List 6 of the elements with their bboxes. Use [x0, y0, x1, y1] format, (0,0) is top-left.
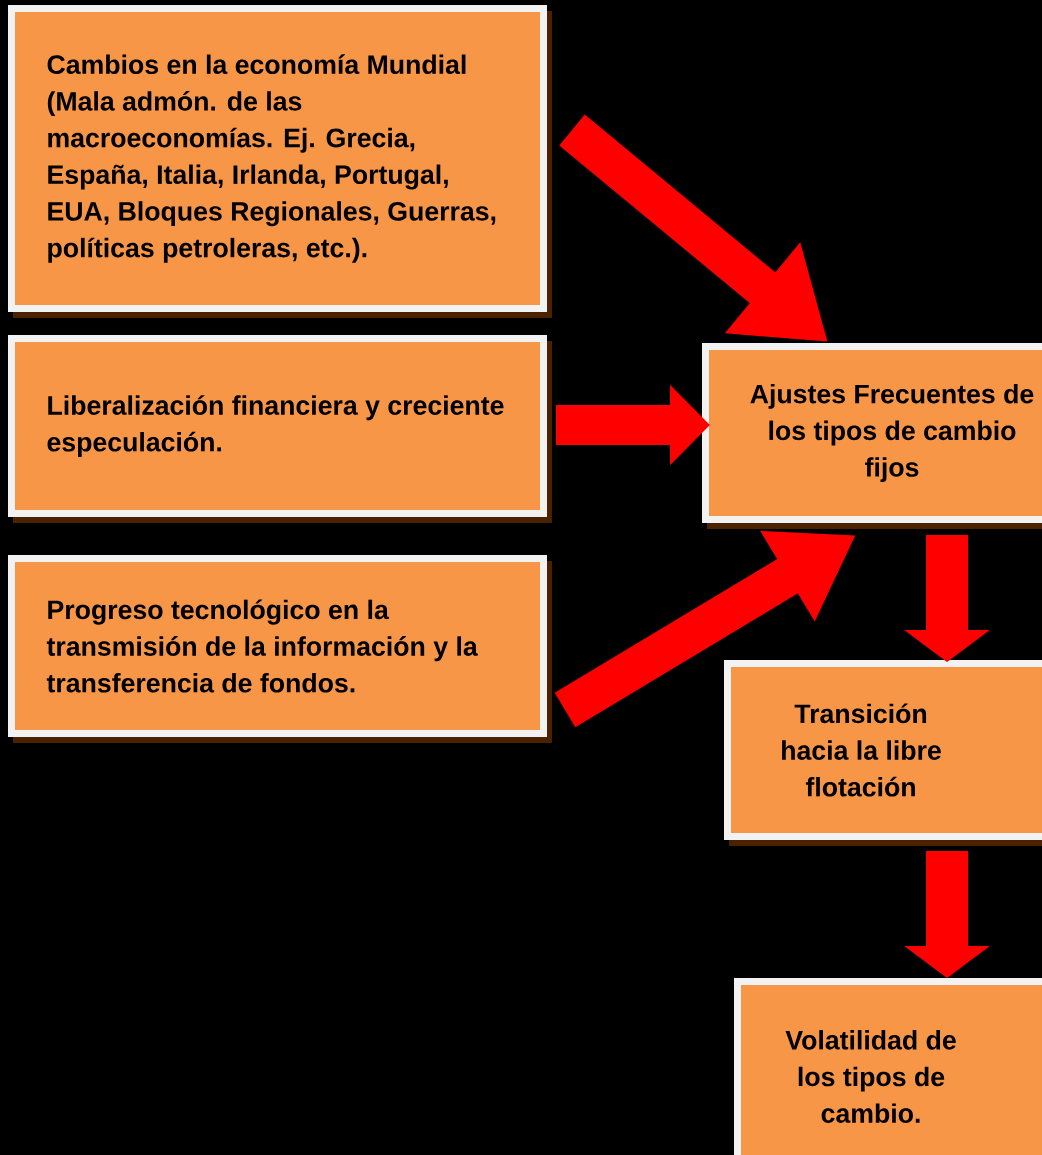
process-box: Transición hacia la libre flotación	[724, 660, 1042, 846]
process-box: Ajustes Frecuentes de los tipos de cambio fijos	[702, 343, 1042, 529]
process-box: Progreso tecnológico en la transmisión de la información y la transferencia de fondos.	[8, 555, 552, 743]
process-box: Cambios en la economía Mundial (Mala admón. de las macroeconomías. Ej. Grecia, España, Italia, Irlanda, Portugal, EUA, Bloques Regionales, Guerras, políticas petroleras, etc.).	[8, 5, 552, 318]
process-box: Liberalización financiera y creciente especulación.	[8, 335, 552, 523]
process-box: Volatilidad de los tipos de cambio.	[734, 978, 1042, 1155]
